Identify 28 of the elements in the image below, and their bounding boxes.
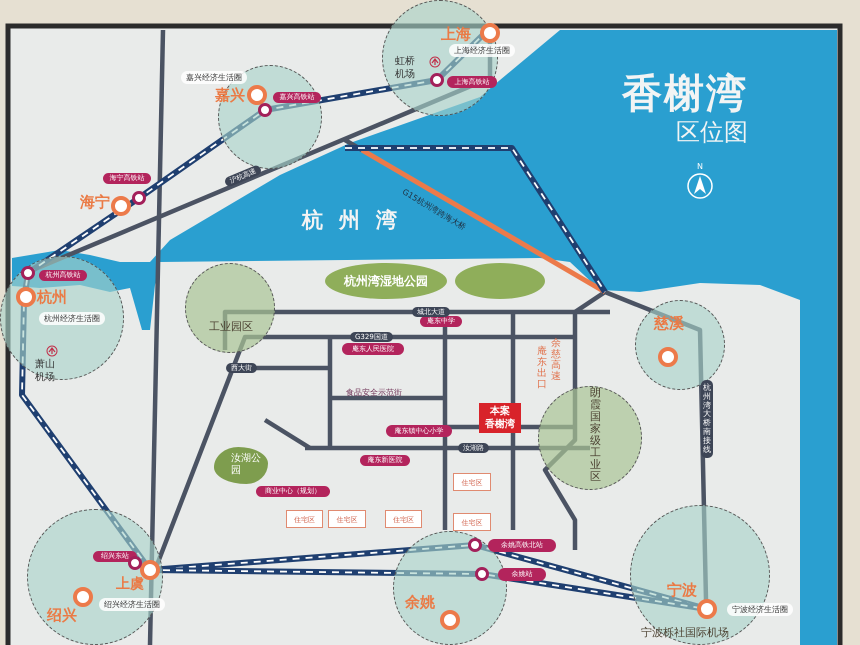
city-name: 余姚 [405, 593, 435, 612]
area-name: 朗霞国家级工业区 [590, 387, 601, 483]
street-label: 食品安全示范街 [346, 387, 402, 398]
city-name: 杭州 [37, 288, 67, 307]
city-name: 慈溪 [654, 314, 684, 333]
city-name: 海宁 [80, 193, 110, 212]
exit-label: 余慈高速 [551, 338, 561, 382]
title: 香榭湾 [622, 70, 748, 119]
city-name: 绍兴 [47, 606, 77, 625]
city-name: 上虞 [116, 575, 144, 593]
zone-label: 上海经济生活圈 [449, 44, 515, 57]
airport-label: 虹桥机场 [395, 55, 416, 81]
city-name: 上海 [441, 25, 471, 44]
area-name: 宁波栎社国际机场 [641, 625, 729, 640]
road-label: 杭州湾大桥南接线 [701, 380, 713, 458]
area-name: 工业园区 [209, 319, 253, 334]
project-name: 本案 [488, 405, 511, 418]
zone-label: 宁波经济生活圈 [727, 603, 793, 616]
project-box [479, 403, 521, 433]
zone-label: 绍兴经济生活圈 [99, 598, 165, 611]
city-name: 宁波 [667, 581, 697, 600]
project-name: 香榭湾 [484, 418, 516, 431]
zone-label: 杭州经济生活圈 [39, 312, 105, 325]
subtitle: 区位图 [676, 117, 748, 148]
compass-letter: N [697, 162, 703, 171]
zone-label: 嘉兴经济生活圈 [181, 71, 247, 84]
exit-label: 庵东出口 [537, 346, 547, 390]
city-name: 嘉兴 [215, 86, 245, 105]
